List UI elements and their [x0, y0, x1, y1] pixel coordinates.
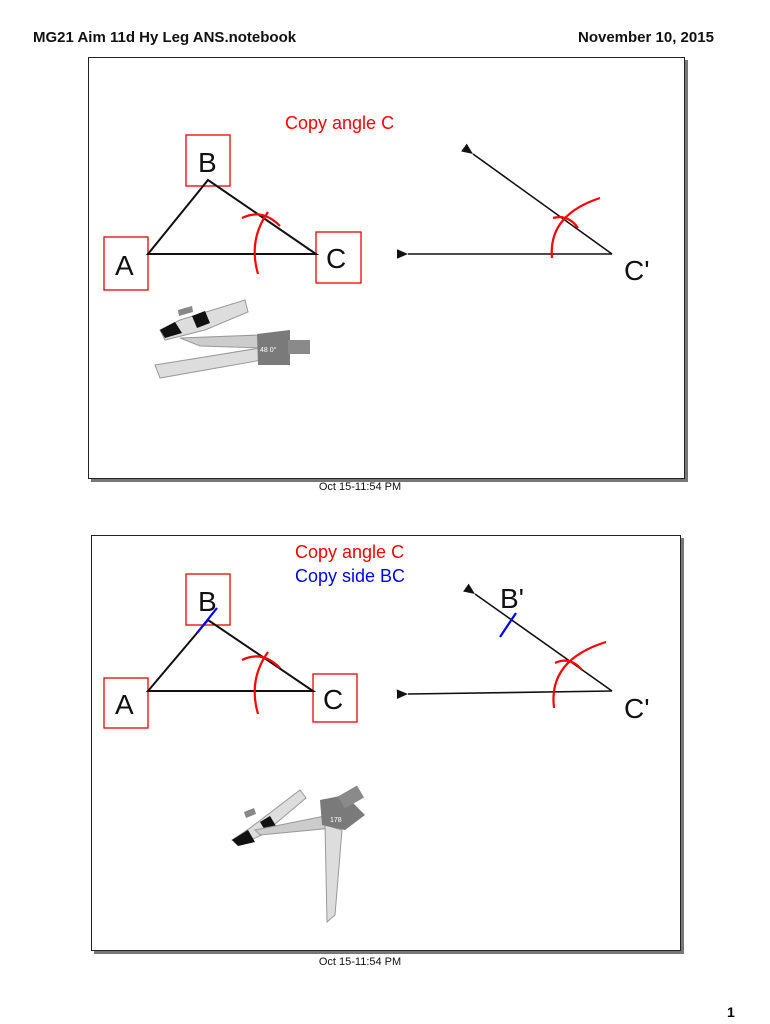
side-tick-mark: [196, 607, 218, 634]
label-box-a: [103, 236, 149, 291]
vertex-label-b-prime: B': [500, 583, 524, 614]
vertex-label-c-prime: C': [624, 255, 650, 286]
vertex-label-b: B: [198, 586, 217, 617]
vertex-label-a: A: [115, 250, 134, 281]
ray-horizontal: [396, 689, 613, 699]
label-box-c: [315, 231, 362, 284]
vertex-label-c-prime: C': [624, 693, 650, 724]
ray-diagonal: [461, 143, 613, 255]
intersection-arc: [241, 213, 281, 227]
angle-arc: [253, 211, 269, 275]
copied-angle-arc: [552, 640, 607, 709]
copied-intersection-arc: [554, 659, 583, 671]
compass-icon: 48 0°: [154, 299, 310, 379]
instruction-copy-angle: Copy angle C: [285, 113, 394, 133]
svg-text:178: 178: [330, 817, 342, 824]
vertex-label-b: B: [198, 147, 217, 178]
vertex-label-c: C: [326, 243, 346, 274]
notebook-title: MG21 Aim 11d Hy Leg ANS.notebook: [33, 29, 297, 46]
svg-text:48 0°: 48 0°: [260, 346, 277, 354]
label-box-c: [312, 673, 358, 723]
label-box-b: [185, 573, 231, 626]
instruction-copy-side: Copy side BC: [295, 566, 405, 586]
intersection-arc: [241, 655, 281, 669]
page-number: 1: [727, 1004, 735, 1020]
copied-angle-arc: [550, 196, 601, 259]
copied-intersection-arc: [552, 216, 579, 229]
angle-arc: [253, 651, 269, 715]
label-box-b: [185, 134, 231, 187]
notebook-date: November 10, 2015: [578, 29, 714, 46]
triangle-abc: [145, 178, 320, 255]
slide-2[interactable]: [91, 535, 681, 951]
compass-icon: 178: [231, 785, 365, 924]
instruction-copy-angle: Copy angle C: [295, 542, 404, 562]
vertex-label-c: C: [323, 684, 343, 715]
slide-1[interactable]: [88, 57, 685, 479]
vertex-label-a: A: [115, 689, 134, 720]
slide-timestamp: Oct 15-11:54 PM: [318, 956, 402, 968]
ray-diagonal: [463, 583, 613, 692]
triangle-abc: [145, 618, 317, 692]
label-box-a: [103, 677, 149, 729]
copied-side-tick: [499, 612, 517, 638]
slide-timestamp: Oct 15-11:54 PM: [318, 481, 402, 493]
